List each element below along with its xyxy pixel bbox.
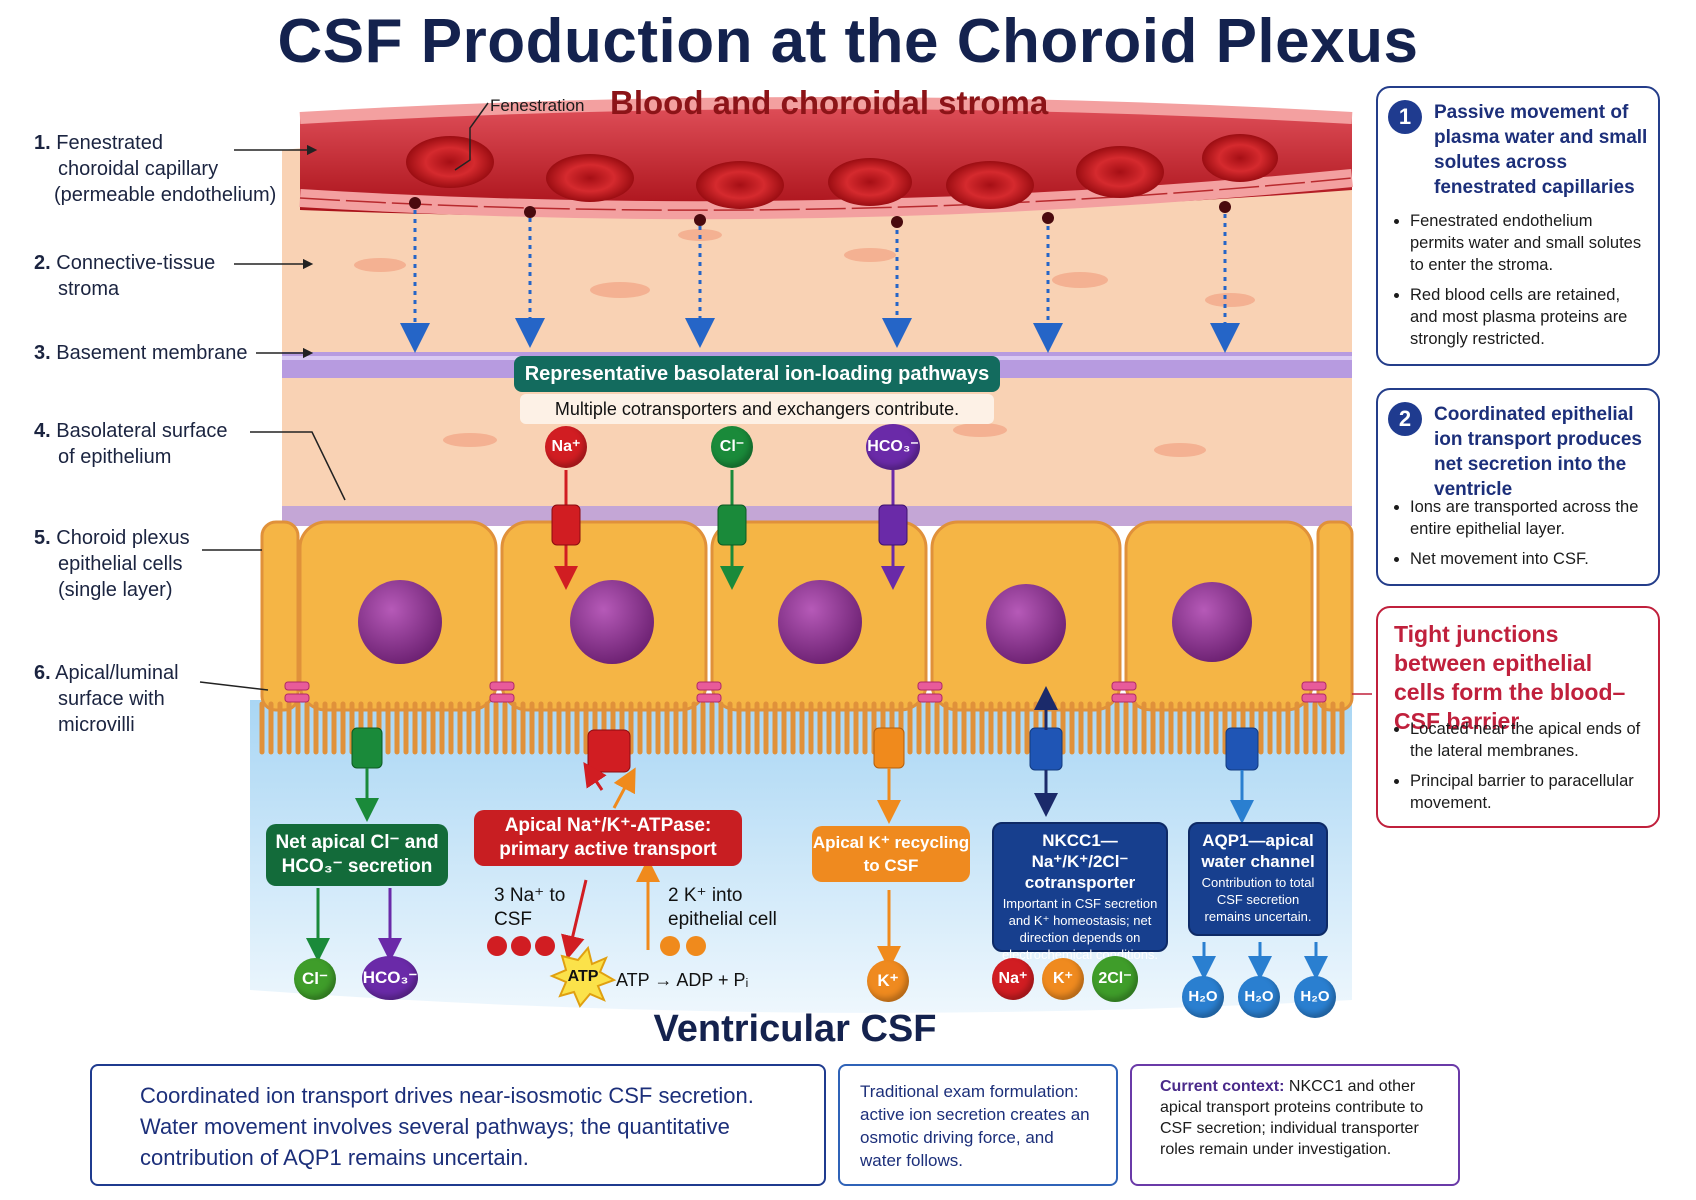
side-box-3-heading: Tight junctions between epithelial cells… [1394,621,1626,734]
na-to-csf-label: 3 Na⁺ to CSF [494,885,566,930]
ion-na-basolateral: Na⁺ [545,426,587,468]
basolateral-hco3-transporter [878,470,908,590]
nkcc1-detail: Important in CSF secretion and K⁺ homeos… [1001,896,1159,962]
red-blood-cells [406,134,1278,209]
nkcc1-title: NKCC1—Na⁺/K⁺/2Cl⁻ cotransporter [1024,831,1136,892]
page-title: CSF Production at the Choroid Plexus [277,7,1419,76]
label-basolateral: 4. Basolateral surface of epithelium [34,420,228,468]
label-apical-surface: 6. Apical/luminal surface with microvill… [34,662,179,736]
current-context-box: Current context: NKCC1 and other apical … [1130,1064,1460,1186]
aqp1-channel [1192,727,1328,980]
basolateral-na-transporter [551,470,581,590]
atp-reaction: ATP → ADP + Pᵢ [616,970,749,990]
apical-k-channel [873,727,905,970]
fenestration-pores [409,197,1231,228]
side-box-2-heading: Coordinated epithelial ion transport pro… [1434,404,1642,500]
side-box-2-bullet: Ions are transported across the entire e… [1410,496,1646,540]
traditional-formulation-box: Traditional exam formulation: active ion… [838,1064,1118,1186]
aqp1-title: AQP1—apical water channel [1201,831,1315,871]
atp-label: ATP [567,968,599,985]
na-k-atpase-pump [561,729,660,960]
label-epithelial-cells: 5. Choroid plexus epithelial cells (sing… [34,527,190,601]
nkcc1-box: NKCC1—Na⁺/K⁺/2Cl⁻ cotransporter Importan… [992,822,1168,962]
label-capillary: 1. Fenestrated choroidal capillary (perm… [34,132,277,206]
ion-k-csf: K⁺ [867,960,909,1002]
side-box-2-bullet: Net movement into CSF. [1410,548,1646,570]
stroma-title: Blood and choroidal stroma [610,84,1049,121]
label-stroma: 2. Connective-tissue stroma [34,252,216,300]
epithelial-cells [260,520,1354,712]
k-into-cell-label: 2 K⁺ into epithelial cell [668,885,777,930]
water-molecule-3: H₂O [1294,976,1336,1018]
atp-star [549,945,617,1008]
water-molecule-1: H₂O [1182,976,1224,1018]
basolateral-cl-transporter [717,470,747,590]
aqp1-detail: Contribution to total CSF secretion rema… [1201,875,1315,924]
side-box-tight-junctions: Tight junctions between epithelial cells… [1376,606,1660,828]
step-2-badge: 2 [1388,402,1422,436]
k-recycling-box: Apical K⁺ recycling to CSF [812,826,970,882]
ion-na-nkcc1: Na⁺ [992,958,1034,1000]
ion-hco3-basolateral: HCO₃⁻ [866,424,920,470]
ventricular-csf-label: Ventricular CSF [653,1008,937,1050]
water-molecule-2: H₂O [1238,976,1280,1018]
ion-cl-basolateral: Cl⁻ [711,426,753,468]
current-context-text: NKCC1 and other apical transport protein… [1160,1078,1424,1158]
basolateral-pathways-title: Representative basolateral ion-loading p… [514,356,1000,392]
side-box-3-bullet: Principal barrier to paracellular moveme… [1410,770,1646,814]
fenestration-label: Fenestration [490,96,585,115]
microvilli [259,701,1345,755]
ion-2cl-nkcc1: 2Cl⁻ [1092,956,1138,1002]
fenestration-flux-arrows [400,210,1240,353]
nkcc1-transporter [1029,686,1063,817]
aqp1-box: AQP1—apical water channel Contribution t… [1188,822,1328,936]
atpase-box: Apical Na⁺/K⁺-ATPase: primary active tra… [474,810,742,866]
label-connectors [199,102,1372,695]
side-box-passive-movement: 1 Passive movement of plasma water and s… [1376,86,1660,366]
apical-cl-channel [306,727,402,962]
ion-cl-csf: Cl⁻ [294,958,336,1000]
current-context-label: Current context: [1160,1078,1285,1095]
side-box-3-bullet: Located near the apical ends of the late… [1410,718,1646,762]
side-box-ion-transport: 2 Coordinated epithelial ion transport p… [1376,388,1660,586]
summary-box: Coordinated ion transport drives near-is… [90,1064,826,1186]
k-spheres [660,936,706,956]
apical-cl-hco3-box: Net apical Cl⁻ and HCO₃⁻ secretion [266,824,448,886]
tight-junctions [284,681,1327,703]
basolateral-pathways-subtitle: Multiple cotransporters and exchangers c… [520,394,994,424]
side-box-1-bullet: Fenestrated endothelium permits water an… [1410,210,1646,276]
na-spheres [487,936,555,956]
ion-k-nkcc1: K⁺ [1042,958,1084,1000]
ion-hco3-csf: HCO₃⁻ [362,956,418,1000]
side-box-1-heading: Passive movement of plasma water and sma… [1434,102,1648,198]
nuclei [358,580,1252,664]
side-box-1-bullet: Red blood cells are retained, and most p… [1410,284,1646,350]
stroma-fibroblasts [354,229,1255,457]
label-basement-membrane: 3. Basement membrane [34,342,248,364]
step-1-badge: 1 [1388,100,1422,134]
